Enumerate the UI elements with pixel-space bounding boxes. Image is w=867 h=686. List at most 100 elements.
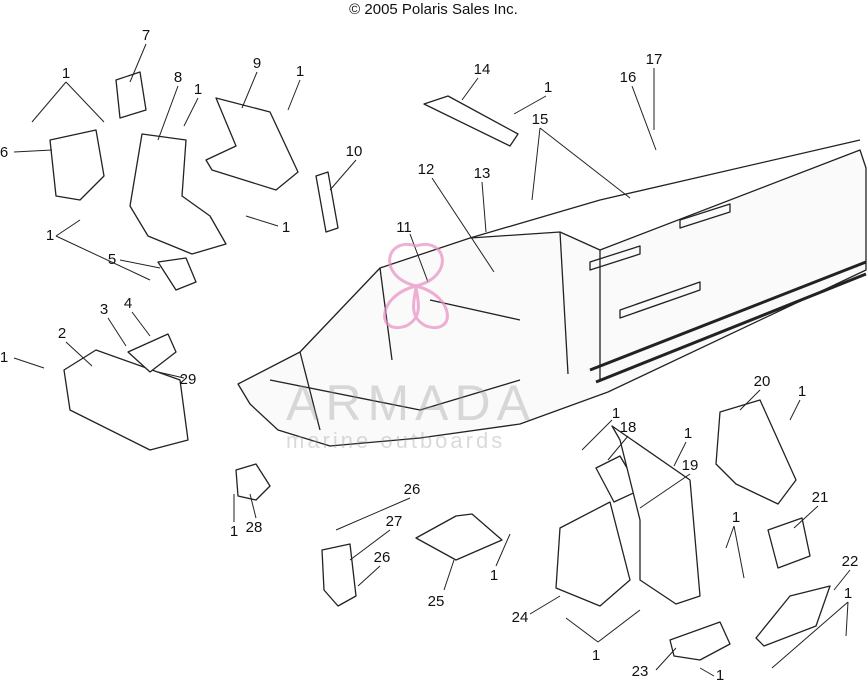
part-callout-22: 22 [842, 553, 859, 570]
part-callout-25: 25 [428, 593, 445, 610]
leader-line [513, 95, 547, 115]
leader-line [245, 215, 279, 227]
leader-line [157, 371, 185, 379]
leader-line [287, 79, 301, 111]
part-callout-6: 6 [0, 144, 8, 161]
leader-line [539, 127, 631, 199]
part-callout-5: 5 [108, 251, 116, 268]
leader-line [607, 435, 629, 461]
part-callout-1: 1 [296, 63, 304, 80]
copyright-notice: © 2005 Polaris Sales Inc. [349, 1, 518, 18]
part-28-cap [235, 463, 271, 501]
part-callout-15: 15 [532, 111, 549, 128]
leader-line [329, 159, 357, 191]
leader-line [357, 565, 381, 587]
leader-line [409, 233, 429, 283]
leader-line [733, 525, 745, 579]
part-callout-23: 23 [632, 663, 649, 680]
leader-line [673, 441, 687, 467]
part-8-plate [129, 133, 227, 255]
part-callout-1: 1 [612, 405, 620, 422]
leader-line [529, 595, 561, 615]
part-callout-16: 16 [620, 69, 637, 86]
watermark-logo [383, 242, 449, 330]
part-24-plate [555, 501, 631, 607]
tunnel-rib-2 [679, 203, 731, 229]
leader-line [241, 71, 258, 109]
leader-line [65, 81, 105, 123]
cross-member [269, 379, 521, 411]
part-callout-19: 19 [682, 457, 699, 474]
part-callout-13: 13 [474, 165, 491, 182]
watermark-tagline: marine outboards [286, 428, 506, 453]
tunnel-side [559, 231, 601, 380]
part-callout-27: 27 [386, 513, 403, 530]
part-6-bracket [49, 129, 105, 201]
leader-line [13, 357, 45, 369]
leader-line [13, 149, 53, 153]
leader-line [157, 85, 179, 141]
footrest-rail [589, 260, 867, 384]
part-9-cover [205, 97, 299, 191]
leader-line [431, 177, 495, 273]
leader-line [55, 219, 81, 237]
part-callout-3: 3 [100, 301, 108, 318]
tunnel-rib-3 [589, 245, 641, 271]
leader-line [565, 617, 599, 643]
part-23-bracket [669, 621, 731, 661]
leader-line [65, 341, 93, 367]
part-callout-1: 1 [684, 425, 692, 442]
leader-line [183, 97, 199, 127]
part-callout-21: 21 [812, 489, 829, 506]
part-callout-1: 1 [490, 567, 498, 584]
part-callout-1: 1 [544, 79, 552, 96]
part-callout-20: 20 [754, 373, 771, 390]
tunnel-rib-1 [619, 281, 701, 319]
part-callout-24: 24 [512, 609, 529, 626]
part-callout-18: 18 [620, 419, 637, 436]
part-20-cover [715, 399, 797, 505]
part-10-plate [315, 171, 339, 233]
leader-line [495, 533, 511, 567]
chassis-frame [237, 149, 867, 447]
leader-line [793, 505, 819, 529]
part-callout-1: 1 [732, 509, 740, 526]
part-callout-1: 1 [844, 585, 852, 602]
part-2-block [63, 349, 189, 451]
watermark-brand: ARMADA [286, 375, 536, 431]
part-callout-11: 11 [396, 219, 412, 236]
leader-line [129, 43, 147, 83]
part-callout-1: 1 [46, 227, 54, 244]
leader-line [531, 127, 541, 201]
part-callout-1: 1 [716, 667, 724, 684]
part-callout-1: 1 [62, 65, 70, 82]
part-callout-1: 1 [194, 81, 202, 98]
leader-line [771, 601, 849, 669]
leader-line [443, 559, 455, 591]
part-callout-7: 7 [142, 27, 150, 44]
leader-line [131, 311, 151, 337]
leader-line [833, 569, 851, 591]
part-callout-10: 10 [346, 143, 363, 160]
part-callout-14: 14 [474, 61, 491, 78]
leader-line [107, 317, 127, 347]
leader-line [789, 399, 801, 421]
part-callout-26: 26 [404, 481, 421, 498]
part-5-clip [157, 257, 197, 291]
leader-line [31, 81, 67, 123]
leader-line [335, 497, 411, 531]
part-27-bracket [321, 543, 357, 607]
leader-line [55, 235, 151, 281]
leader-line [845, 601, 849, 637]
part-callout-1: 1 [592, 647, 600, 664]
tunnel-top [469, 139, 861, 239]
part-7-bracket [115, 71, 147, 119]
leader-line [725, 525, 735, 549]
part-callout-8: 8 [174, 69, 182, 86]
part-callout-12: 12 [418, 161, 435, 178]
part-callout-4: 4 [124, 295, 132, 312]
leader-line [249, 493, 257, 519]
leader-line [461, 77, 479, 101]
leader-line [739, 389, 761, 411]
